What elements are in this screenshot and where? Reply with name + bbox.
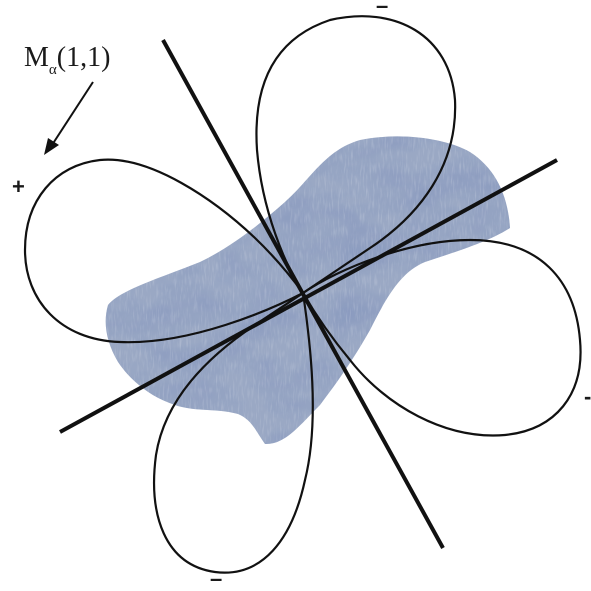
lobe-upper-left xyxy=(23,158,305,344)
lobe-bottom xyxy=(153,291,314,574)
sign-top: – xyxy=(376,0,389,18)
moment-symbol: M xyxy=(24,42,49,73)
axis-line-major xyxy=(59,158,558,434)
moment-label: Mα(1,1) xyxy=(24,42,111,78)
lobe-top xyxy=(255,15,457,295)
moment-subscript: α xyxy=(48,62,57,78)
sign-bottom: – xyxy=(210,566,223,591)
label-pointer-arrow xyxy=(44,81,94,155)
moment-argument: (1,1) xyxy=(56,42,111,73)
lobe-right xyxy=(301,238,582,437)
sign-right: - xyxy=(584,384,591,409)
sign-upper-left: + xyxy=(12,174,25,199)
